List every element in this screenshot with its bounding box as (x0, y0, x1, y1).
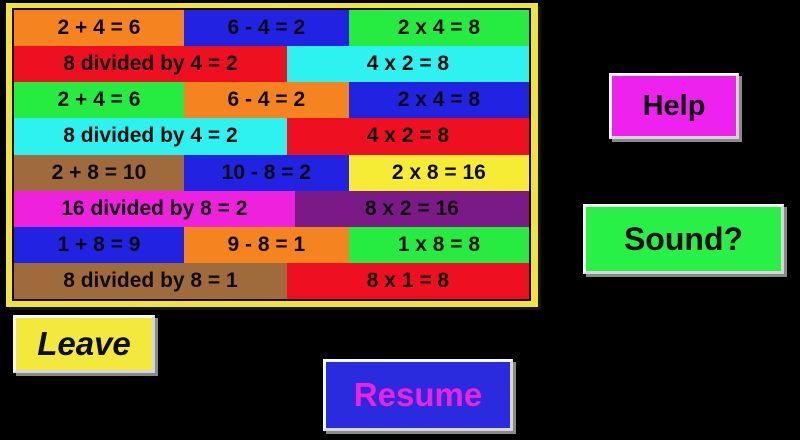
equation-cell[interactable]: 1 x 8 = 8 (348, 226, 529, 263)
equation-cell[interactable]: 8 divided by 8 = 1 (14, 262, 287, 299)
equation-cell[interactable]: 2 x 4 = 8 (348, 82, 529, 119)
equation-cell[interactable]: 2 + 4 = 6 (14, 82, 184, 119)
equation-cell[interactable]: 2 x 4 = 8 (348, 10, 529, 47)
resume-button[interactable]: Resume (323, 359, 513, 431)
equation-cell[interactable]: 10 - 8 = 2 (183, 154, 349, 191)
equation-cell[interactable]: 6 - 4 = 2 (183, 82, 349, 119)
equation-cell[interactable]: 2 + 8 = 10 (14, 154, 184, 191)
equation-cell[interactable]: 2 x 8 = 16 (348, 154, 529, 191)
equation-cell[interactable]: 9 - 8 = 1 (183, 226, 349, 263)
equation-cell[interactable]: 1 + 8 = 9 (14, 226, 184, 263)
equation-cell[interactable]: 8 divided by 4 = 2 (14, 46, 287, 83)
leave-button[interactable]: Leave (13, 315, 155, 373)
equation-cell[interactable]: 8 x 1 = 8 (286, 262, 529, 299)
equation-cell[interactable]: 8 divided by 4 = 2 (14, 118, 287, 155)
equation-cell[interactable]: 2 + 4 = 6 (14, 10, 184, 47)
equation-cell[interactable]: 8 x 2 = 16 (294, 190, 529, 227)
equation-cell[interactable]: 16 divided by 8 = 2 (14, 190, 295, 227)
equation-cell[interactable]: 4 x 2 = 8 (286, 46, 529, 83)
equation-cell[interactable]: 6 - 4 = 2 (183, 10, 349, 47)
sound-button[interactable]: Sound? (583, 204, 784, 274)
help-button[interactable]: Help (609, 73, 739, 139)
equation-cell[interactable]: 4 x 2 = 8 (286, 118, 529, 155)
